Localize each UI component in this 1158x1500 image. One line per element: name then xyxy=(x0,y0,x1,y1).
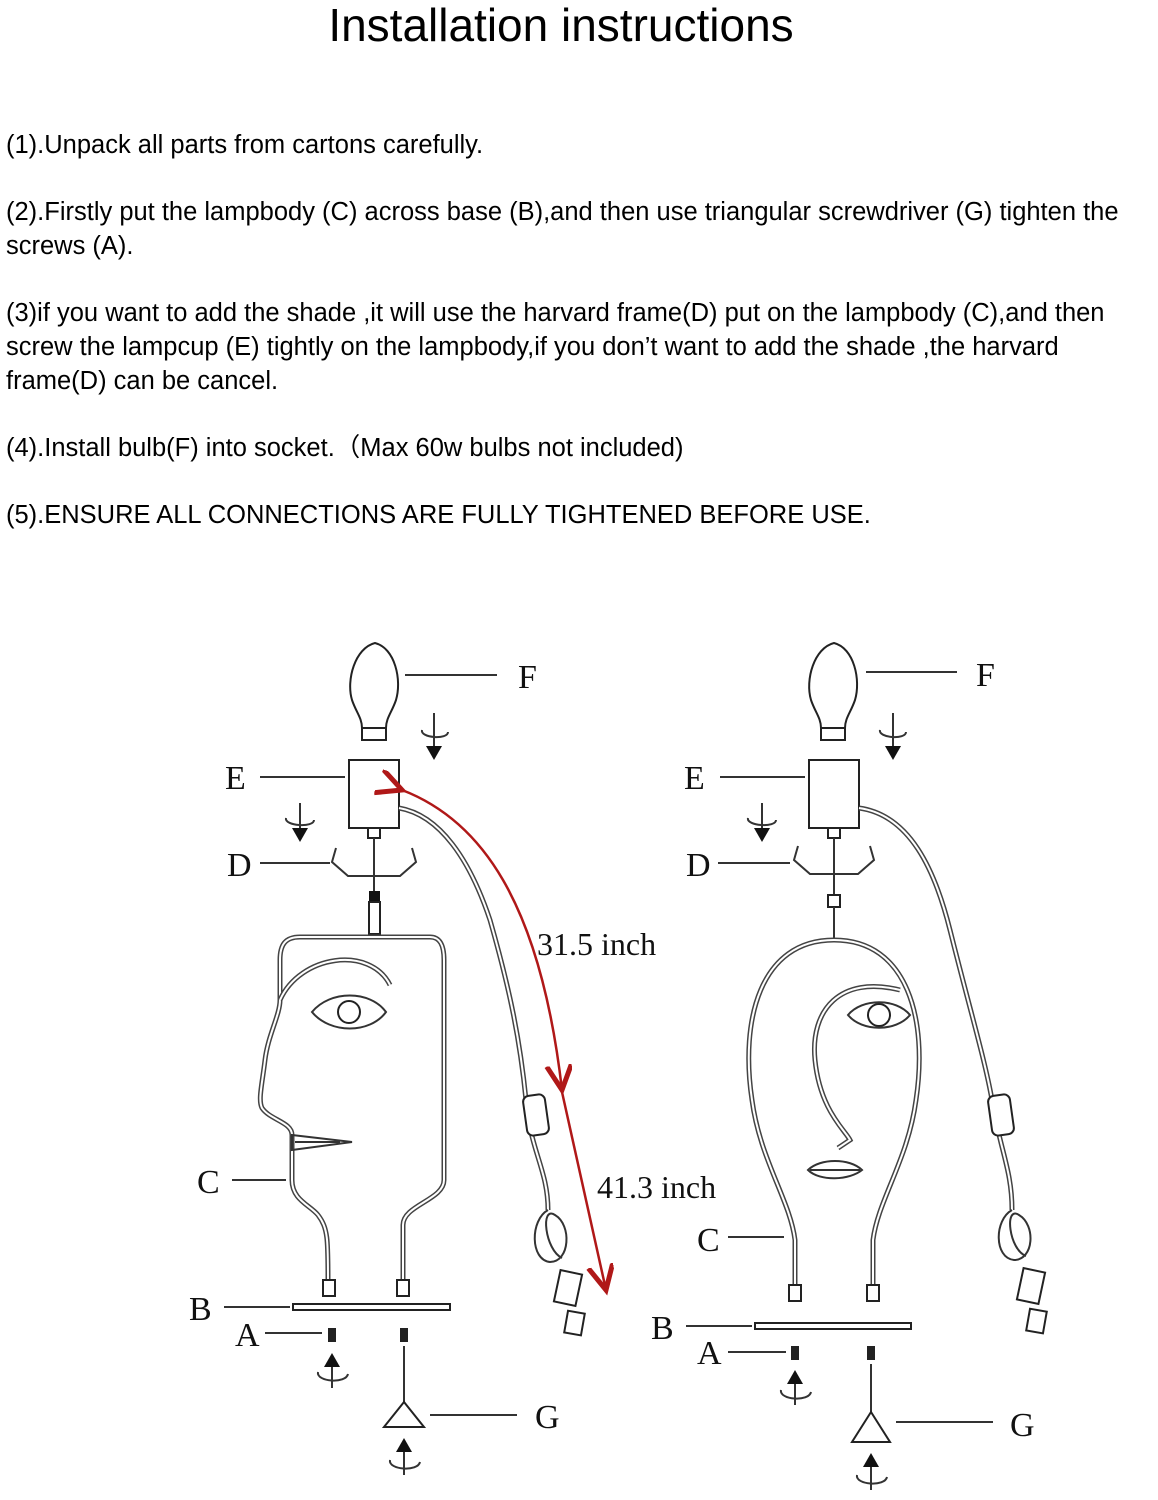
base-icon xyxy=(292,1303,451,1311)
label-b: B xyxy=(189,1291,212,1328)
label-d: D xyxy=(227,847,252,884)
rotate-arrow-icon xyxy=(780,1370,812,1405)
label-e: E xyxy=(684,760,705,797)
assembly-diagram: F E D C B A G 31.5 inch 41.3 inch xyxy=(189,641,1048,1490)
rotate-arrow-icon xyxy=(856,1453,888,1490)
label-a: A xyxy=(697,1335,722,1372)
label-d: D xyxy=(686,847,711,884)
label-g: G xyxy=(535,1399,560,1436)
label-e: E xyxy=(225,760,246,797)
lampcup-icon xyxy=(808,759,860,829)
label-b: B xyxy=(651,1310,674,1347)
base-icon xyxy=(754,1322,912,1330)
bulb-icon xyxy=(349,641,400,729)
screw-icon xyxy=(791,1346,875,1360)
label-f: F xyxy=(518,659,537,696)
rotate-arrow-icon xyxy=(747,803,777,842)
lampcup-icon xyxy=(348,759,400,829)
step-5: (5).ENSURE ALL CONNECTIONS ARE FULLY TIG… xyxy=(6,501,871,529)
rotate-arrow-icon xyxy=(389,1438,421,1475)
triangular-screwdriver-icon xyxy=(381,1346,427,1428)
cord-length-dimension xyxy=(402,790,606,1290)
label-c: C xyxy=(197,1164,220,1201)
plug-icon xyxy=(1015,1266,1047,1306)
screw-icon xyxy=(328,1328,408,1342)
lampbody-profile-icon xyxy=(257,934,447,1281)
label-c: C xyxy=(697,1222,720,1259)
bulb-icon xyxy=(808,641,859,729)
step-1: (1).Unpack all parts from cartons carefu… xyxy=(6,131,484,159)
step-2: (2).Firstly put the lampbody (C) across … xyxy=(6,198,1119,260)
label-g: G xyxy=(1010,1407,1035,1444)
label-f: F xyxy=(976,657,995,694)
lampbody-front-icon xyxy=(746,937,922,1285)
instruction-list: (1).Unpack all parts from cartons carefu… xyxy=(6,128,1156,565)
switch-icon xyxy=(987,1093,1015,1137)
dimension-lower: 41.3 inch xyxy=(597,1169,716,1205)
rotate-arrow-icon xyxy=(421,713,449,760)
right-lamp-assembly: F E D C B A G xyxy=(651,641,1048,1490)
dimension-upper: 31.5 inch xyxy=(537,926,656,962)
power-cord-icon xyxy=(858,805,1048,1335)
step-3: (3)if you want to add the shade ,it will… xyxy=(6,299,1105,395)
left-lamp-assembly: F E D C B A G 31.5 inch 41.3 inch xyxy=(189,641,716,1475)
power-cord-icon xyxy=(398,805,586,1337)
step-4: (4).Install bulb(F) into socket.（Max 60w… xyxy=(6,434,684,462)
rotate-arrow-icon xyxy=(285,803,315,842)
switch-icon xyxy=(522,1093,550,1137)
plug-icon xyxy=(552,1268,584,1308)
rotate-arrow-icon xyxy=(317,1353,349,1388)
triangular-screwdriver-icon xyxy=(850,1364,892,1443)
label-a: A xyxy=(235,1317,260,1354)
page-title: Installation instructions xyxy=(328,0,794,51)
rotate-arrow-icon xyxy=(879,713,907,760)
bulb-base-icon xyxy=(361,727,387,741)
